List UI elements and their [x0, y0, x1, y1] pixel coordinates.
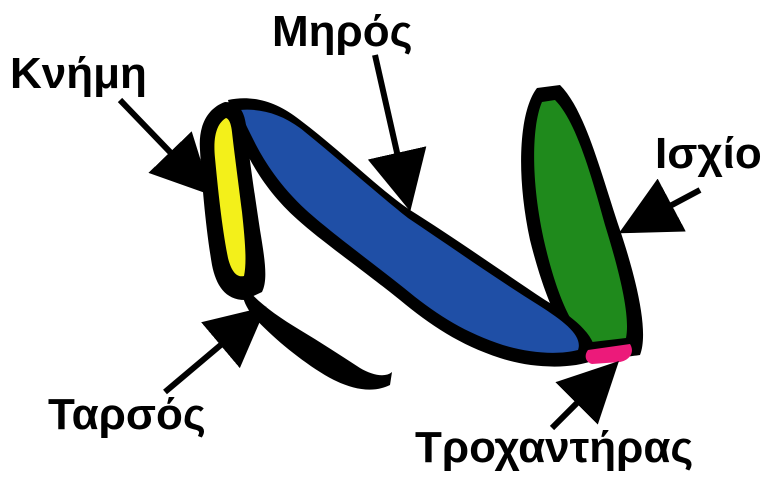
trochanter-arrow	[552, 378, 602, 428]
tibia-label: Κνήμη	[10, 52, 147, 96]
tibia-arrow	[120, 100, 195, 178]
coxa-arrow	[640, 190, 700, 222]
trochanter-label: Τροχαντήρας	[415, 426, 693, 470]
femur-arrow	[375, 55, 405, 188]
tarsus-arrow	[165, 322, 248, 392]
femur-label: Μηρός	[272, 10, 413, 54]
tarsus-label: Ταρσός	[48, 393, 206, 437]
tarsus-segment	[243, 285, 392, 390]
coxa-label: Ισχίο	[655, 132, 762, 176]
